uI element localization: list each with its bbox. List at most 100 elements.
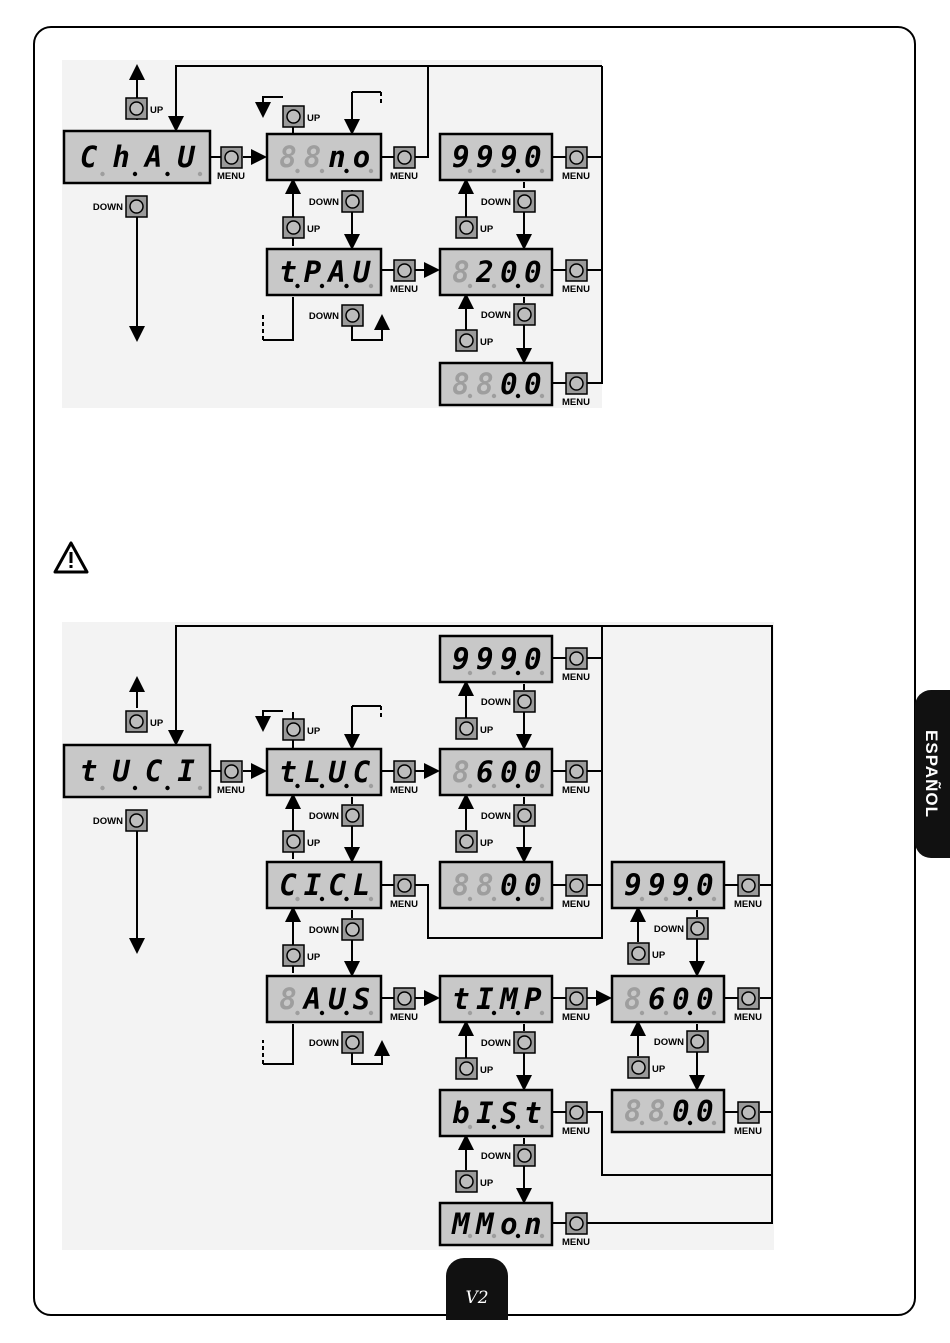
600b-menu-button-cap[interactable] [741,991,756,1006]
999-menu-button-cap[interactable] [569,150,584,165]
999b-menu-button-cap[interactable] [741,878,756,893]
timp-down-button[interactable] [513,1031,536,1054]
200-menu-button[interactable] [565,259,588,282]
cicl-up-button[interactable] [282,830,305,853]
bist-down-button-cap[interactable] [517,1148,532,1163]
aus-down-button-cap[interactable] [345,1035,360,1050]
timp-menu-button-cap[interactable] [569,991,584,1006]
tpau-down-button[interactable] [341,304,364,327]
timp-down-button-cap[interactable] [517,1035,532,1050]
tluc-down-button-cap[interactable] [345,808,360,823]
00-menu-button[interactable] [565,372,588,395]
cicl-menu-button-cap[interactable] [397,878,412,893]
200-down-button-cap[interactable] [517,307,532,322]
chau-up-button-cap[interactable] [129,101,144,116]
00-menu-button-cap[interactable] [569,376,584,391]
tpau-up-button[interactable] [282,216,305,239]
chau-down-button[interactable] [125,195,148,218]
tluc-menu-button[interactable] [393,760,416,783]
tpau-menu-button-cap[interactable] [397,263,412,278]
600b-up-button[interactable] [627,942,650,965]
bist-menu-button[interactable] [565,1101,588,1124]
00b-up-button[interactable] [627,1056,650,1079]
no-up-button-cap[interactable] [286,109,301,124]
moon-up-button-cap[interactable] [459,1174,474,1189]
no-down-button[interactable] [341,190,364,213]
600a-menu-button-cap[interactable] [569,764,584,779]
bist-down-button[interactable] [513,1144,536,1167]
200-down-button[interactable] [513,303,536,326]
999a-menu-button-cap[interactable] [569,651,584,666]
tuci-up-button[interactable] [125,710,148,733]
00a-up-button-cap[interactable] [459,834,474,849]
600a-down-button-cap[interactable] [517,808,532,823]
200-menu-button-cap[interactable] [569,263,584,278]
tuci-down-button[interactable] [125,809,148,832]
tluc-up-button[interactable] [282,718,305,741]
tpau-down-button-cap[interactable] [345,308,360,323]
tluc-down-button[interactable] [341,804,364,827]
999-down-button[interactable] [513,190,536,213]
chau-up-button[interactable] [125,97,148,120]
00a-menu-button[interactable] [565,874,588,897]
tpau-up-button-cap[interactable] [286,220,301,235]
600a-up-button-cap[interactable] [459,721,474,736]
bist-menu-button-cap[interactable] [569,1105,584,1120]
bist-up-button[interactable] [455,1057,478,1080]
chau-menu-button-cap[interactable] [224,150,239,165]
00a-menu-button-cap[interactable] [569,878,584,893]
display-tluc-dot-3 [344,783,349,789]
bist-up-button-cap[interactable] [459,1061,474,1076]
cicl-down-button-cap[interactable] [345,922,360,937]
999a-down-button[interactable] [513,690,536,713]
moon-up-button[interactable] [455,1170,478,1193]
tluc-menu-button-cap[interactable] [397,764,412,779]
no-up-button[interactable] [282,105,305,128]
999a-menu-button[interactable] [565,647,588,670]
moon-menu-button-cap[interactable] [569,1216,584,1231]
600a-menu-button[interactable] [565,760,588,783]
tuci-menu-button-cap[interactable] [224,764,239,779]
chau-down-button-cap[interactable] [129,199,144,214]
timp-menu-button[interactable] [565,987,588,1010]
no-menu-button-cap[interactable] [397,150,412,165]
200-up-button-cap[interactable] [459,220,474,235]
00b-menu-button-cap[interactable] [741,1105,756,1120]
no-menu-button[interactable] [393,146,416,169]
aus-up-button-cap[interactable] [286,948,301,963]
999b-down-button-cap[interactable] [690,921,705,936]
tuci-down-button-cap[interactable] [129,813,144,828]
600b-down-button-cap[interactable] [690,1034,705,1049]
aus-down-button[interactable] [341,1031,364,1054]
00a-up-button[interactable] [455,830,478,853]
999b-down-button[interactable] [686,917,709,940]
cicl-up-button-cap[interactable] [286,834,301,849]
moon-menu-button[interactable] [565,1212,588,1235]
999b-menu-button[interactable] [737,874,760,897]
600b-down-button[interactable] [686,1030,709,1053]
tpau-menu-button[interactable] [393,259,416,282]
200-up-button[interactable] [455,216,478,239]
aus-menu-button[interactable] [393,987,416,1010]
600a-up-button[interactable] [455,717,478,740]
999-down-button-cap[interactable] [517,194,532,209]
display-moon-dot-4 [539,1233,545,1239]
600a-down-button[interactable] [513,804,536,827]
999a-down-button-cap[interactable] [517,694,532,709]
00-up-button[interactable] [455,329,478,352]
cicl-menu-button[interactable] [393,874,416,897]
600b-menu-button[interactable] [737,987,760,1010]
aus-up-button[interactable] [282,944,305,967]
00-up-button-cap[interactable] [459,333,474,348]
999-menu-button[interactable] [565,146,588,169]
tuci-menu-button[interactable] [220,760,243,783]
00b-menu-button[interactable] [737,1101,760,1124]
tuci-up-button-cap[interactable] [129,714,144,729]
600b-up-button-cap[interactable] [631,946,646,961]
no-down-button-cap[interactable] [345,194,360,209]
cicl-down-button[interactable] [341,918,364,941]
tluc-up-button-cap[interactable] [286,722,301,737]
chau-menu-button[interactable] [220,146,243,169]
aus-menu-button-cap[interactable] [397,991,412,1006]
00b-up-button-cap[interactable] [631,1060,646,1075]
